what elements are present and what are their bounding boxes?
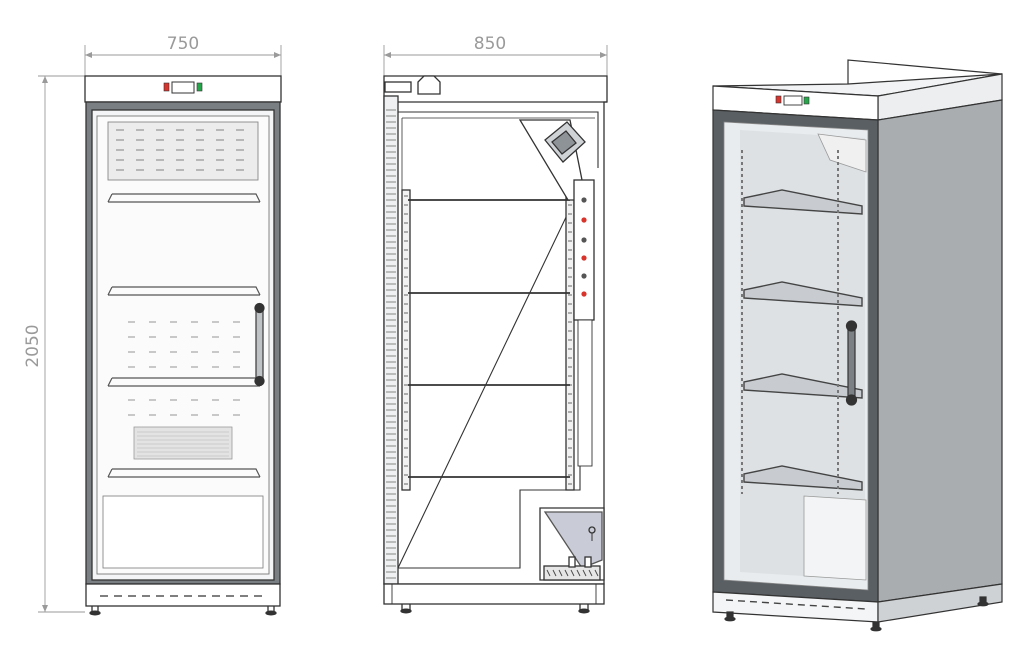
iso-feet — [724, 596, 989, 632]
front-bottom-compartment — [102, 495, 264, 569]
depth-dimension — [383, 45, 608, 76]
depth-label: 850 — [474, 34, 506, 54]
front-handle-bottom-knob — [254, 375, 265, 387]
side-drain-pipe — [577, 319, 593, 467]
condenser-fin — [564, 569, 569, 577]
front-backpanel-vents — [128, 321, 240, 416]
iso-evaporator — [817, 133, 867, 173]
side-door — [383, 95, 399, 585]
front-feet — [91, 606, 275, 613]
front-view: 750 2050 — [23, 34, 282, 616]
iso-display — [783, 95, 803, 106]
iso-base-side — [877, 583, 1003, 623]
side-door-gasket — [386, 109, 396, 579]
height-dimension — [38, 75, 85, 613]
control-terminal — [581, 217, 587, 223]
condenser-fin — [588, 569, 593, 577]
iso-interior-back — [740, 130, 865, 580]
width-label: 750 — [167, 34, 199, 54]
iso-red-indicator — [775, 95, 782, 104]
front-green-indicator — [196, 82, 203, 92]
side-view: 850 — [383, 34, 608, 614]
iso-side-panel — [877, 99, 1003, 603]
side-top-bracket — [417, 75, 441, 95]
front-display — [171, 81, 195, 94]
condenser-fin — [582, 569, 587, 577]
side-door-top-hinge — [384, 81, 412, 93]
control-terminal — [581, 237, 587, 243]
condenser-fin — [594, 569, 599, 577]
front-handle-top-knob — [254, 302, 265, 314]
side-compressor-bracket — [543, 511, 603, 569]
condenser-fin — [576, 569, 581, 577]
iso-top-rim-back — [847, 59, 1003, 84]
control-terminal — [581, 197, 587, 203]
front-evaporator-vents — [116, 129, 244, 171]
side-condenser-fins — [546, 569, 599, 577]
front-door-handle — [255, 307, 264, 384]
condenser-fin — [552, 569, 557, 577]
isometric-view — [712, 59, 1003, 632]
front-fan-grille — [133, 426, 233, 460]
iso-shelves — [743, 189, 863, 491]
iso-bottom-compartment — [803, 495, 867, 581]
iso-green-indicator — [803, 96, 810, 105]
side-base — [383, 583, 605, 605]
condenser-fin — [546, 569, 551, 577]
iso-door-handle — [847, 323, 856, 403]
front-fan-grille-mesh — [137, 431, 229, 457]
side-control-terminals — [581, 197, 587, 297]
iso-handle-bottom-knob — [845, 394, 858, 406]
condenser-fin — [570, 569, 575, 577]
side-shelves — [408, 199, 570, 478]
side-feet — [401, 604, 589, 611]
condenser-fin — [558, 569, 563, 577]
control-terminal — [581, 273, 587, 279]
side-rail-slots — [404, 195, 572, 485]
front-red-indicator — [163, 82, 170, 92]
control-terminal — [581, 255, 587, 261]
control-terminal — [581, 291, 587, 297]
front-base — [85, 583, 281, 607]
height-label: 2050 — [23, 324, 43, 367]
iso-handle-top-knob — [845, 320, 858, 332]
width-dimension — [84, 45, 282, 76]
